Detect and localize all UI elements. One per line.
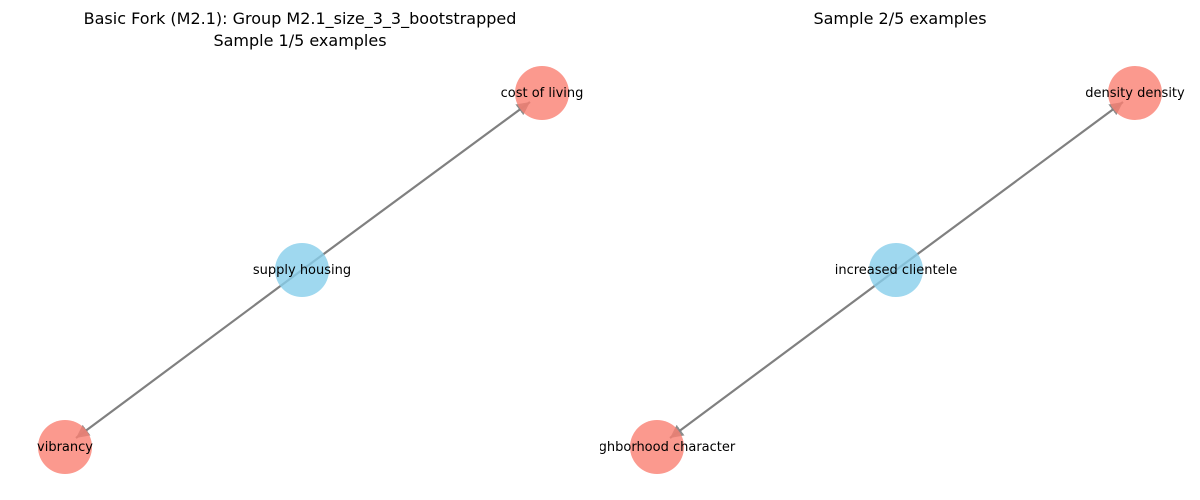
node-label-top: density density xyxy=(1085,86,1185,101)
node-center xyxy=(869,243,923,297)
node-top xyxy=(515,66,569,120)
node-label-center: supply housing xyxy=(253,263,351,278)
panel-title-line-1: Basic Fork (M2.1): Group M2.1_size_3_3_b… xyxy=(83,9,517,28)
edge-center-to-bottom xyxy=(669,269,897,439)
panel-title: Sample 2/5 examples xyxy=(600,8,1200,30)
graph-panel-1: Basic Fork (M2.1): Group M2.1_size_3_3_b… xyxy=(0,8,600,474)
node-top xyxy=(1108,66,1162,120)
graph-panel-2: Sample 2/5 examples increased clientele … xyxy=(600,0,1200,500)
graph-canvas: increased clientele density density neig… xyxy=(600,66,1185,474)
edge-center-to-top xyxy=(301,101,531,271)
node-label-center: increased clientele xyxy=(835,263,958,278)
graph-canvas: supply housing cost of living vibrancy xyxy=(37,66,584,474)
node-label-top: cost of living xyxy=(501,86,584,101)
node-bottom xyxy=(38,420,92,474)
node-label-bottom: neighborhood character xyxy=(600,440,736,455)
panel-title-line-2: Sample 1/5 examples xyxy=(213,31,387,50)
panel-title: Basic Fork (M2.1): Group M2.1_size_3_3_b… xyxy=(0,8,600,52)
edge-center-to-top xyxy=(895,101,1124,271)
node-label-bottom: vibrancy xyxy=(37,440,93,455)
edge-center-to-bottom xyxy=(75,269,303,439)
panel-title-line-2: Sample 2/5 examples xyxy=(813,9,987,28)
node-bottom xyxy=(630,420,684,474)
node-center xyxy=(275,243,329,297)
